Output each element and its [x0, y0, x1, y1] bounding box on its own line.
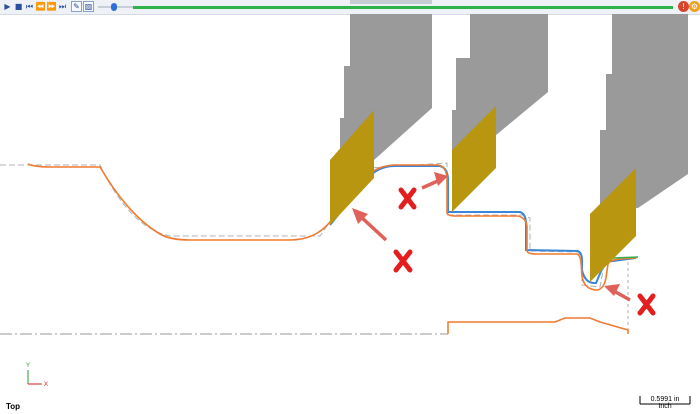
- play-icon[interactable]: ▶: [4, 2, 11, 11]
- settings-icon[interactable]: ⚙: [689, 1, 700, 12]
- axis-x-label: X: [44, 382, 48, 388]
- info-icon[interactable]: !: [678, 1, 689, 12]
- tool-2-holder: [452, 14, 548, 150]
- part-profile: [27, 163, 637, 291]
- error-mark-1: [393, 249, 413, 273]
- speed-slider-thumb[interactable]: [111, 3, 117, 11]
- skip-to-start-icon[interactable]: ⏮: [25, 2, 34, 11]
- collapsed-panel-tab[interactable]: [350, 0, 432, 4]
- error-mark-2: [398, 187, 417, 210]
- toolpath-icon[interactable]: ✎: [71, 1, 82, 12]
- tool-3-insert: [590, 168, 636, 282]
- arrow-2: [421, 172, 448, 190]
- simulation-progress-bar: [133, 6, 673, 9]
- green-segment: [611, 256, 639, 259]
- tool-3-holder: [600, 14, 688, 208]
- arrow-1: [352, 208, 388, 242]
- simulation-toolbar: ▶ ■ ⏮ ⏪ ⏩ ⏭ ✎ ▨ ! ⚙: [0, 0, 700, 15]
- stop-icon[interactable]: ■: [14, 2, 23, 11]
- tool-1-insert: [330, 110, 374, 225]
- axis-triad: Y X: [26, 363, 48, 388]
- tool-2: [452, 14, 548, 212]
- arrow-3: [604, 284, 631, 302]
- tool-3: [590, 14, 688, 282]
- step-forward-icon[interactable]: ⏩: [46, 2, 57, 11]
- simulation-viewport[interactable]: Y X: [0, 14, 700, 414]
- view-name-label: Top: [6, 402, 21, 411]
- scale-indicator: 0.5991 in Inch: [639, 396, 691, 411]
- scale-value: 0.5991 in: [650, 396, 680, 403]
- error-mark-3: [637, 293, 656, 316]
- scale-bar: [639, 396, 691, 405]
- layers-icon[interactable]: ▨: [83, 1, 94, 12]
- tool-1: [330, 14, 432, 225]
- step-back-icon[interactable]: ⏪: [35, 2, 46, 11]
- axis-y-label: Y: [26, 363, 30, 369]
- speed-slider-track[interactable]: [98, 6, 138, 8]
- scale-unit: Inch: [658, 403, 672, 410]
- stock-outline-dashed: [0, 162, 641, 288]
- skip-to-end-icon[interactable]: ⏭: [58, 2, 67, 11]
- bore-profile: [447, 317, 629, 334]
- tool-2-insert: [452, 106, 496, 212]
